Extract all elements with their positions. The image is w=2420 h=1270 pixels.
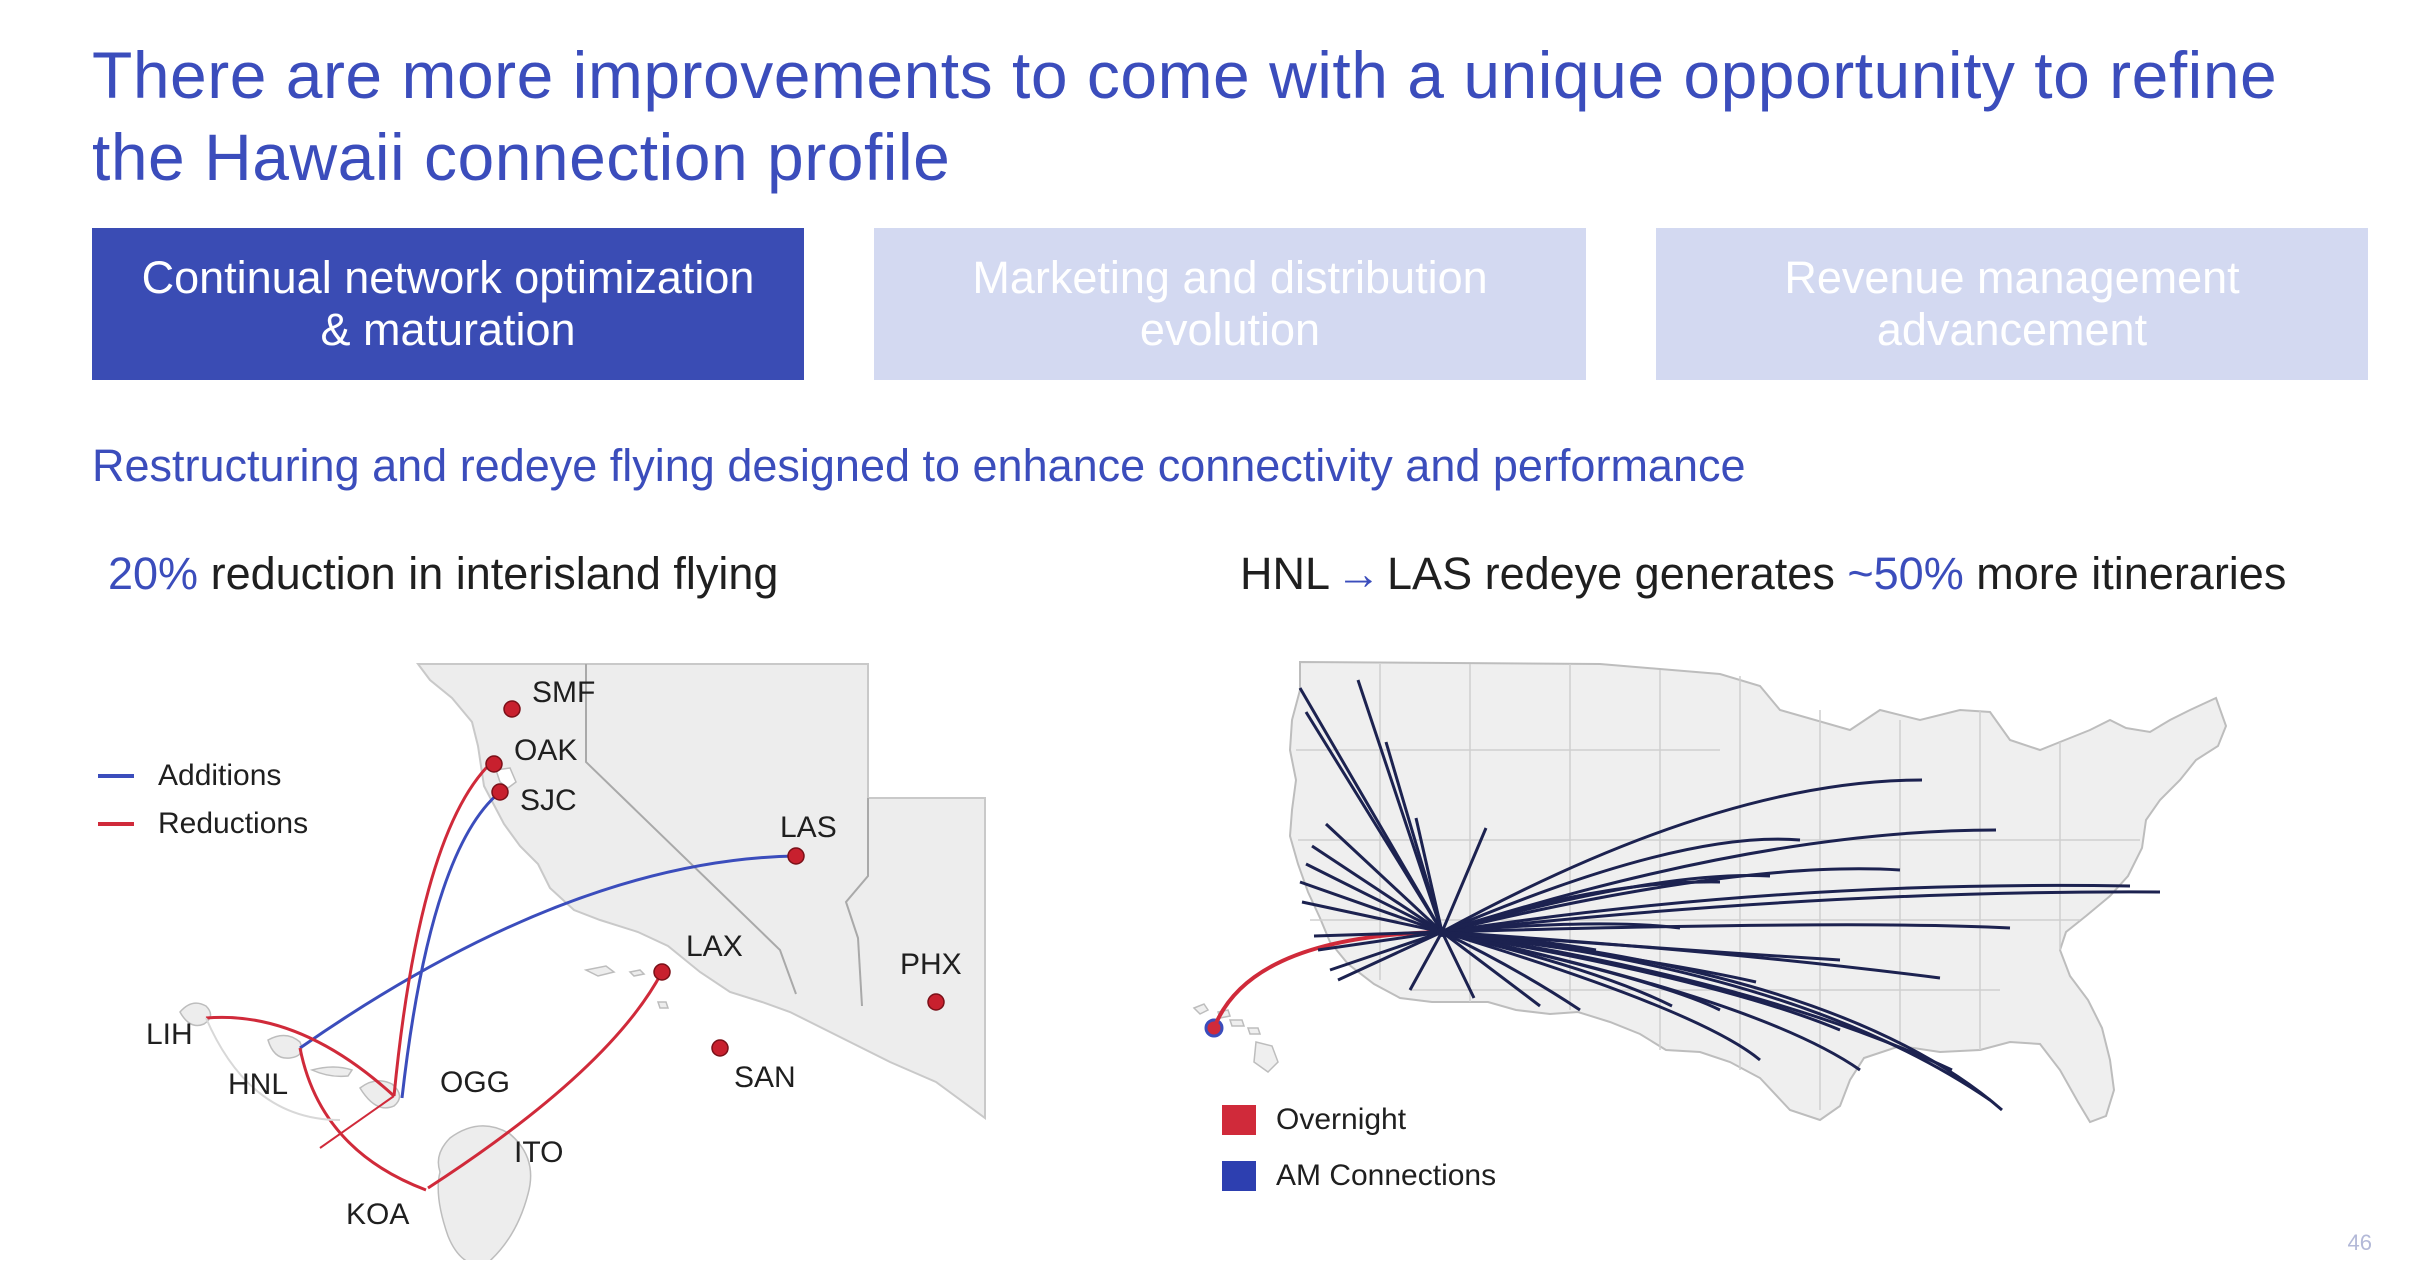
airport-label-smf: SMF: [532, 676, 595, 709]
right-map-legend: Overnight AM Connections: [1222, 1092, 1496, 1204]
left-map-heading: 20% reduction in interisland flying: [108, 548, 778, 600]
route-interisland-faint: [205, 1017, 341, 1121]
heading-origin: HNL: [1240, 548, 1331, 599]
left-heading-text: reduction in interisland flying: [210, 548, 779, 599]
airport-label-oak: OAK: [514, 734, 577, 767]
us-landmass: [1288, 660, 2228, 1124]
legend-item-reductions: Reductions: [98, 800, 308, 848]
legend-item-additions: Additions: [98, 752, 308, 800]
route-hnl-las-addition: [299, 854, 797, 1050]
molokai-island: [309, 1066, 354, 1078]
itinerary-percent: ~50%: [1847, 548, 1964, 599]
airport-label-lih: LIH: [146, 1018, 193, 1051]
route-koa-ogg-reduction: [319, 1095, 395, 1149]
legend-item-overnight: Overnight: [1222, 1092, 1496, 1148]
us-connections-map: [1192, 660, 2228, 1124]
airport-marker-las: [787, 847, 805, 865]
airport-label-phx: PHX: [900, 948, 962, 981]
legend-label: AM Connections: [1276, 1159, 1497, 1192]
kauai-island: [179, 1002, 212, 1027]
legend-label: Reductions: [158, 807, 309, 840]
airport-label-las: LAS: [780, 811, 837, 844]
left-map-legend: Additions Reductions: [98, 752, 308, 848]
tab-label: Revenue management advancement: [1784, 252, 2240, 355]
airport-marker-lax: [653, 963, 671, 981]
page-title: There are more improvements to come with…: [92, 38, 2278, 194]
arrow-right-icon: →: [1336, 548, 1382, 599]
legend-item-am-connections: AM Connections: [1222, 1148, 1496, 1204]
mainland-landmass: [416, 663, 986, 1120]
big-island: [437, 1125, 532, 1260]
airport-label-sjc: SJC: [520, 784, 577, 817]
airport-label-koa: KOA: [346, 1198, 409, 1231]
legend-label: Additions: [158, 759, 282, 792]
legend-label: Overnight: [1276, 1103, 1407, 1136]
page-number: 46: [2347, 1230, 2372, 1255]
tab-network-optimization[interactable]: Continual network optimization & maturat…: [92, 228, 804, 380]
state-border-ca-nv: [585, 664, 797, 995]
route-lih-ogg-reduction: [205, 1015, 396, 1098]
tab-marketing-distribution[interactable]: Marketing and distribution evolution: [874, 228, 1586, 380]
airport-label-ito: ITO: [514, 1136, 563, 1169]
right-heading-text: more itineraries: [1976, 548, 2287, 599]
heading-mid: LAS redeye generates: [1387, 548, 1835, 599]
reduction-percent: 20%: [108, 548, 199, 599]
state-border-nv-az: [844, 798, 869, 1007]
airport-label-hnl: HNL: [228, 1068, 288, 1101]
route-ito-lax-reduction: [427, 971, 664, 1190]
tab-label: Continual network optimization & maturat…: [141, 252, 755, 355]
am-connection-routes: [1298, 679, 2161, 1112]
airport-marker-oak: [485, 755, 503, 773]
channel-islands: [583, 965, 670, 1009]
hawaii-west-coast-map: SMF OAK SJC LAS LAX PHX SAN LIH HNL OGG …: [146, 663, 986, 1260]
bay-area-inlet: [495, 767, 517, 789]
section-subheading: Restructuring and redeye flying designed…: [92, 440, 1746, 491]
airport-label-lax: LAX: [686, 930, 743, 963]
airport-marker-smf: [503, 700, 521, 718]
route-hnl-koa-reduction: [298, 1047, 427, 1192]
airport-label-san: SAN: [734, 1061, 796, 1094]
reductions-line-swatch: [98, 822, 134, 826]
route-ogg-sjc-addition: [400, 790, 501, 1099]
las-hub-marker: [1437, 927, 1447, 937]
hawaii-islands: [1192, 1003, 1279, 1073]
tab-revenue-management[interactable]: Revenue management advancement: [1656, 228, 2368, 380]
additions-line-swatch: [98, 774, 134, 778]
overnight-swatch: [1222, 1105, 1256, 1135]
tab-label: Marketing and distribution evolution: [972, 252, 1488, 355]
airport-marker-san: [711, 1039, 729, 1057]
am-connections-swatch: [1222, 1161, 1256, 1191]
route-ogg-oak-reduction: [392, 760, 494, 1097]
right-map-heading: HNL→LAS redeye generates ~50% more itine…: [1240, 548, 2286, 600]
airport-label-ogg: OGG: [440, 1066, 510, 1099]
oahu-island: [267, 1034, 303, 1059]
airport-marker-phx: [927, 993, 945, 1011]
airport-marker-sjc: [491, 783, 509, 801]
